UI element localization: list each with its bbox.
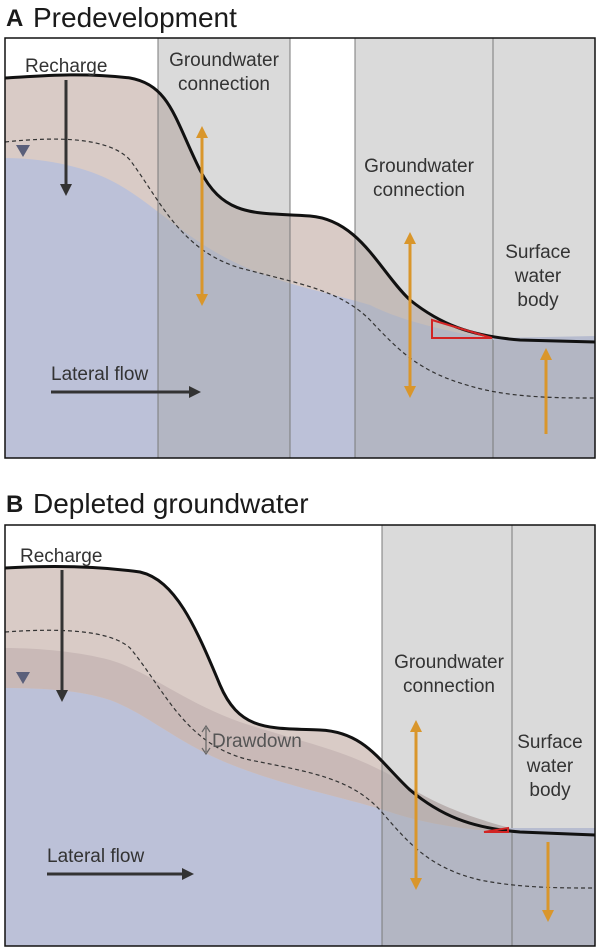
panel-a-dashed-line bbox=[5, 138, 595, 399]
panel-a-surface-line1: Surface bbox=[505, 242, 570, 263]
panel-a-recharge-label: Recharge bbox=[25, 56, 107, 77]
panel-a-gw-connection-2-line2: connection bbox=[373, 180, 465, 201]
panel-b-drawdown-up-icon bbox=[201, 724, 211, 733]
panel-a-water-table-marker-icon bbox=[16, 145, 30, 157]
panel-b: B Depleted groundwater Recharge bbox=[4, 488, 596, 947]
panel-a-sky bbox=[5, 38, 595, 342]
panel-b-sky bbox=[5, 525, 595, 835]
panel-b-frame bbox=[4, 524, 596, 947]
panel-b-gw-connection-line1: Groundwater bbox=[394, 652, 505, 673]
panel-a: A Predevelopment Recharge Gr bbox=[4, 2, 596, 459]
panel-b-dashed-line bbox=[5, 629, 595, 889]
panel-a-gw-connection-1-line1: Groundwater bbox=[169, 50, 280, 71]
panel-a-surface-line3: body bbox=[517, 290, 559, 311]
panel-a-unsaturated-zone bbox=[5, 74, 495, 340]
panel-b-drawdown-label: Drawdown bbox=[212, 731, 302, 752]
panel-b-drawdown-band bbox=[5, 648, 510, 832]
panel-b-land-surface bbox=[5, 565, 595, 837]
panel-b-seepage-wedge bbox=[483, 826, 509, 833]
panel-b-surface-line3: body bbox=[529, 780, 571, 801]
panel-a-gw-connection-2-line1: Groundwater bbox=[364, 156, 475, 177]
panel-b-water-table-marker-icon bbox=[16, 672, 30, 684]
panel-a-letter: A bbox=[6, 5, 23, 32]
panel-a-surface-line2: water bbox=[514, 266, 562, 287]
panel-b-gw-connection-line2: connection bbox=[403, 676, 495, 697]
panel-b-surface-line2: water bbox=[526, 756, 574, 777]
panel-a-land-surface bbox=[5, 73, 595, 344]
panel-b-title: Depleted groundwater bbox=[33, 488, 309, 519]
panel-a-frame bbox=[4, 37, 596, 459]
panel-a-connection-zone-1 bbox=[157, 38, 291, 458]
panel-b-unsaturated-zone bbox=[5, 566, 510, 832]
panel-b-letter: B bbox=[6, 491, 23, 518]
panel-a-gw-connection-1-line2: connection bbox=[178, 74, 270, 95]
panel-b-recharge-label: Recharge bbox=[20, 546, 102, 567]
panel-b-lateral-flow-label: Lateral flow bbox=[47, 846, 144, 867]
panel-a-lateral-flow-label: Lateral flow bbox=[51, 364, 148, 385]
panel-b-surface-line1: Surface bbox=[517, 732, 582, 753]
panel-b-drawdown-down-icon bbox=[201, 747, 211, 756]
panel-a-seepage-wedge bbox=[431, 318, 493, 339]
panel-a-title: Predevelopment bbox=[33, 2, 237, 33]
